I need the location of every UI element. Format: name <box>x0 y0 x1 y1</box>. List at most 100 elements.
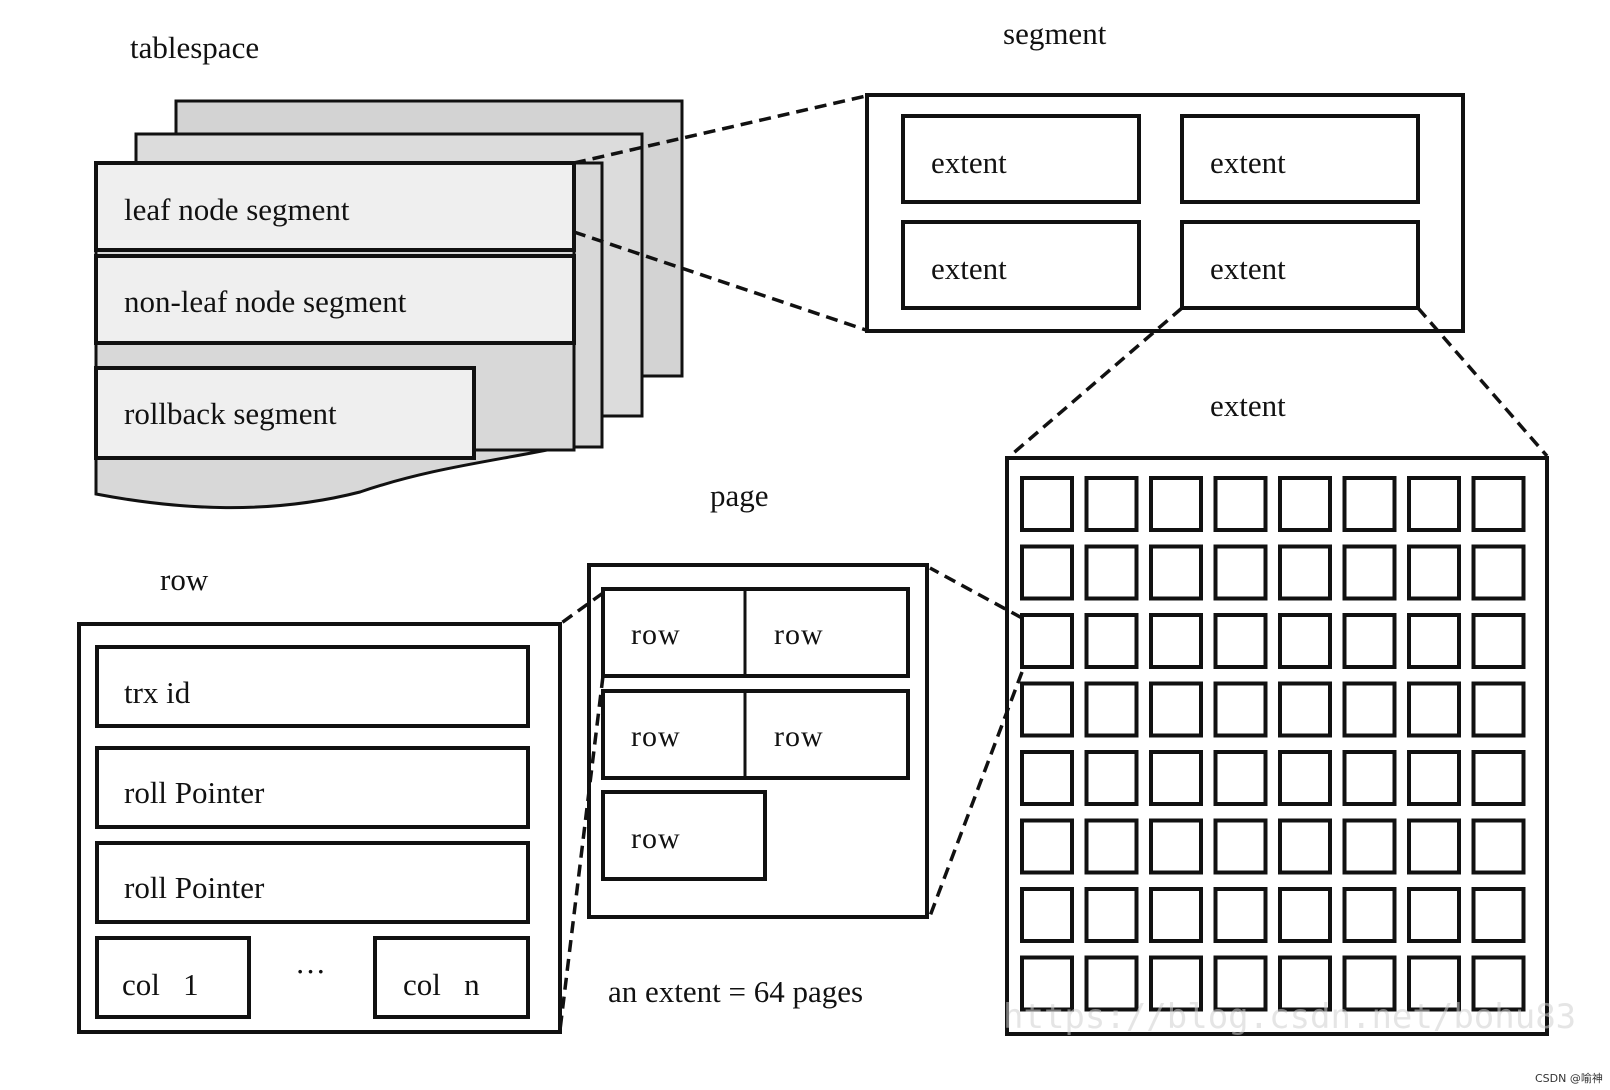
extent-page-cell <box>1084 887 1139 943</box>
page-group: page row row row row row <box>587 478 929 919</box>
segment-title: segment <box>1003 16 1107 51</box>
segment-extent-3-label: extent <box>931 251 1007 286</box>
extent-page-cell <box>1471 476 1526 532</box>
credit-text: CSDN @喻神 <box>1535 1071 1603 1085</box>
extent-page-cell <box>1278 613 1332 669</box>
col-ellipsis: ··· <box>295 954 326 989</box>
extent-page-cell <box>1149 476 1203 532</box>
extent-page-cell <box>1084 681 1139 738</box>
extent-page-cell <box>1020 750 1074 806</box>
roll-pointer-2-field-box <box>95 841 530 924</box>
extent-page-cell <box>1149 818 1203 875</box>
segment-extent-4-box <box>1180 220 1420 310</box>
extent-page-cell <box>1278 750 1332 806</box>
extent-page-cell <box>1278 818 1332 875</box>
extent-page-cell <box>1084 476 1139 532</box>
extent-page-cell <box>1342 955 1397 1012</box>
page-row-5-label: row <box>631 822 681 855</box>
extent-page-cell <box>1149 613 1203 669</box>
extent-page-cell <box>1020 955 1074 1012</box>
page-title: page <box>710 478 769 513</box>
page-row-4-label: row <box>774 720 824 753</box>
connector-cell-to-page-bottom <box>928 671 1024 917</box>
rollback-segment-label: rollback segment <box>124 396 337 431</box>
roll-pointer-1-field-label: roll Pointer <box>124 775 265 810</box>
extent-page-cell <box>1020 544 1074 601</box>
extent-page-cell <box>1149 955 1203 1012</box>
extent-page-cell <box>1020 476 1074 532</box>
col-1-label: col 1 <box>122 967 199 1002</box>
extent-group: extent <box>1005 388 1549 1036</box>
trx-id-field-label: trx id <box>124 675 191 710</box>
page-row-3-label: row <box>631 720 681 753</box>
extent-page-cell <box>1471 750 1526 806</box>
extent-page-cell <box>1084 955 1139 1012</box>
extent-page-cell <box>1213 887 1268 943</box>
extent-page-cell <box>1407 750 1461 806</box>
segment-extent-3-box <box>901 220 1141 310</box>
roll-pointer-1-field-box <box>95 746 530 829</box>
extent-page-cell <box>1407 818 1461 875</box>
extent-grid-box <box>1005 456 1549 1036</box>
extent-page-cell <box>1278 476 1332 532</box>
extent-title: extent <box>1210 388 1286 423</box>
extent-page-cell <box>1471 681 1526 738</box>
leaf-node-segment-box <box>94 161 576 252</box>
extent-page-cell <box>1407 887 1461 943</box>
extent-page-cells <box>1020 476 1526 1012</box>
extent-page-cell <box>1149 750 1203 806</box>
connector-extent-to-grid-right <box>1416 306 1549 458</box>
connector-row-to-detail-bottom <box>558 675 605 1031</box>
connector-leaf-to-segment-top <box>573 94 867 165</box>
extent-page-cell <box>1471 887 1526 943</box>
extent-page-cell <box>1342 750 1397 806</box>
extent-page-cell <box>1407 613 1461 669</box>
extent-page-cell <box>1213 750 1268 806</box>
extent-page-cell <box>1342 544 1397 601</box>
segment-extent-1-box <box>901 114 1141 204</box>
extent-page-cell <box>1342 613 1397 669</box>
extent-page-cell <box>1084 750 1139 806</box>
page-row-2-label: row <box>774 618 824 651</box>
page-row-pair-1-box <box>601 587 910 678</box>
row-group: row trx id roll Pointer roll Pointer col… <box>77 562 562 1034</box>
extent-page-cell <box>1149 544 1203 601</box>
extent-page-cell <box>1342 476 1397 532</box>
extent-page-cell <box>1020 613 1074 669</box>
extent-page-cell <box>1213 818 1268 875</box>
extent-page-cell <box>1471 955 1526 1012</box>
extent-page-cell <box>1407 681 1461 738</box>
extent-page-cell <box>1084 544 1139 601</box>
extent-page-cell <box>1020 887 1074 943</box>
extent-page-cell <box>1342 818 1397 875</box>
tablespace-title: tablespace <box>130 30 259 65</box>
row-title: row <box>160 562 209 597</box>
extent-page-cell <box>1278 544 1332 601</box>
extent-page-cell <box>1213 544 1268 601</box>
page-row-5-box <box>601 790 767 881</box>
connector-cell-to-page-top <box>929 566 1023 620</box>
extent-size-caption: an extent = 64 pages <box>608 974 863 1009</box>
segment-extent-1-label: extent <box>931 145 1007 180</box>
extent-page-cell <box>1471 818 1526 875</box>
segment-extent-4-label: extent <box>1210 251 1286 286</box>
extent-page-cell <box>1278 681 1332 738</box>
page-row-pair-2-box <box>601 689 910 780</box>
extent-page-cell <box>1020 681 1074 738</box>
extent-page-cell <box>1471 613 1526 669</box>
extent-page-cell <box>1407 476 1461 532</box>
non-leaf-node-segment-box <box>94 254 576 345</box>
extent-page-cell <box>1149 681 1203 738</box>
connector-leaf-to-segment-bottom <box>573 230 867 332</box>
non-leaf-node-segment-label: non-leaf node segment <box>124 284 407 319</box>
extent-page-cell <box>1278 887 1332 943</box>
extent-page-cell <box>1084 613 1139 669</box>
connector-row-to-detail-top <box>558 591 605 626</box>
extent-page-cell <box>1342 887 1397 943</box>
col-n-box <box>373 936 530 1019</box>
extent-page-cell <box>1020 818 1074 875</box>
roll-pointer-2-field-label: roll Pointer <box>124 870 265 905</box>
page-row-1-label: row <box>631 618 681 651</box>
extent-page-cell <box>1407 544 1461 601</box>
